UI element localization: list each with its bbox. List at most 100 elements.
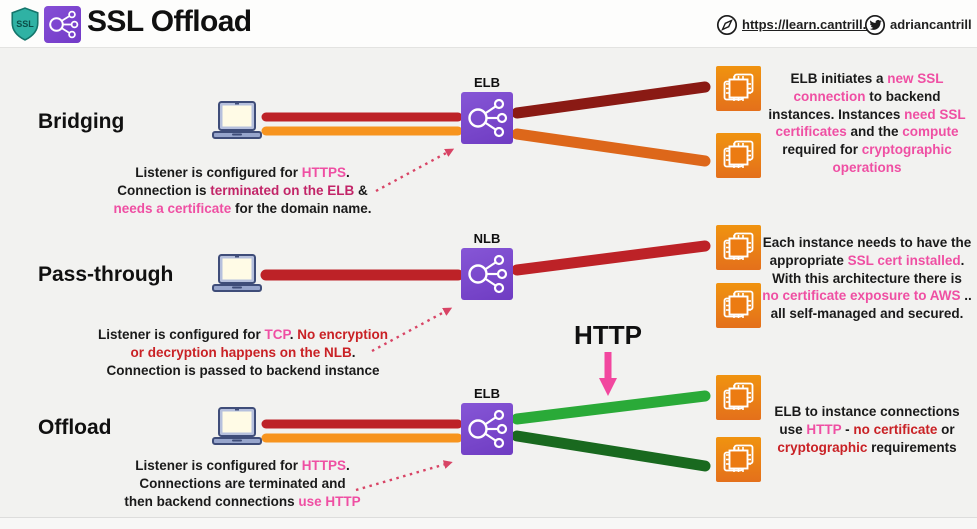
note-offload: Listener is configured for HTTPS.Connect… — [95, 457, 390, 510]
text-line: all self-managed and secured. — [762, 305, 972, 323]
ssl-shield-label: SSL — [16, 19, 34, 29]
ec2-chip-icon — [723, 290, 754, 318]
text-segment: required for — [782, 142, 862, 158]
text-segment: to backend — [865, 88, 941, 104]
ec2-chip-icon — [723, 444, 754, 472]
compass-icon — [716, 14, 738, 36]
text-segment: HTTPS — [301, 458, 347, 473]
client-laptop-icon — [212, 254, 262, 292]
text-segment: compute — [902, 124, 959, 140]
load-balancer-icon — [468, 409, 508, 449]
text-line: operations — [762, 159, 972, 177]
ec2-chip-icon — [723, 232, 754, 260]
text-segment: requirements — [867, 439, 957, 455]
text-line: Connection is terminated on the ELB & — [95, 182, 390, 200]
text-segment: ELB initiates a — [790, 71, 888, 86]
ec2-chip-icon — [723, 73, 754, 101]
course-site-link[interactable]: https://learn.cantrill.io — [742, 17, 878, 32]
text-line: use HTTP - no certificate or — [762, 421, 972, 439]
text-segment: Listener is configured for — [135, 165, 302, 180]
text-segment: Each instance needs to have the — [762, 235, 972, 250]
header-bar: SSL SSL Offload https://learn.cantrill.i… — [0, 0, 977, 48]
text-segment: needs a certificate — [113, 200, 232, 216]
text-segment: operations — [832, 160, 902, 176]
text-segment: . — [346, 165, 350, 180]
text-line: no certificate exposure to AWS .. — [762, 287, 972, 305]
text-segment: use — [779, 421, 807, 437]
load-balancer-icon — [468, 254, 508, 294]
offload-backend-http-line-2 — [511, 430, 711, 472]
client-laptop-icon — [212, 101, 262, 139]
bridging-backend-ssl-line-1 — [511, 81, 711, 119]
text-segment: connection — [793, 88, 866, 104]
instance-offload-1 — [716, 375, 761, 420]
text-segment: cryptographic — [777, 439, 868, 455]
instance-offload-2 — [716, 437, 761, 482]
offload-backend-http-line-1 — [511, 390, 711, 425]
instance-bridging-1 — [716, 66, 761, 111]
text-line: Listener is configured for HTTPS. — [95, 457, 390, 475]
client-laptop-icon — [212, 407, 262, 445]
lb-name-offload: ELB — [474, 386, 500, 401]
text-segment: HTTP — [806, 421, 842, 437]
twitter-handle-link[interactable]: adriancantrill — [890, 17, 972, 32]
text-segment: With this architecture there is — [772, 270, 962, 286]
text-segment: SSL cert installed — [847, 252, 961, 268]
text-line: required for cryptographic — [762, 141, 972, 159]
text-segment: Listener is configured for — [97, 327, 265, 342]
text-segment: . — [960, 252, 965, 268]
text-segment: TCP — [264, 327, 290, 342]
load-balancer-logo-icon — [44, 6, 81, 43]
nlb-box-passthrough — [461, 248, 513, 300]
elb-box-offload — [461, 403, 513, 455]
text-segment: need SSL — [904, 106, 966, 122]
text-segment: . — [351, 344, 356, 360]
load-balancer-icon — [468, 98, 508, 138]
lb-name-passthrough: NLB — [473, 231, 501, 246]
lb-name-bridging: ELB — [474, 75, 500, 90]
row-label-offload: Offload — [38, 416, 112, 439]
text-line: cryptographic requirements — [762, 439, 972, 457]
text-line: needs a certificate for the domain name. — [95, 200, 390, 218]
elb-box-bridging — [461, 92, 513, 144]
text-line: then backend connections use HTTP — [95, 493, 390, 511]
text-segment: instances. Instances — [768, 106, 905, 122]
ssl-shield-icon: SSL — [11, 7, 39, 41]
text-segment: or — [937, 421, 955, 437]
row-label-passthrough: Pass-through — [38, 263, 174, 286]
note-passthrough: Listener is configured for TCP. No encry… — [78, 326, 408, 379]
text-segment: no certificate exposure to AWS — [762, 288, 961, 304]
text-segment: Connections are terminated and — [139, 475, 346, 491]
text-segment: .. — [960, 288, 972, 304]
text-segment: . — [289, 327, 298, 342]
instance-passthrough-2 — [716, 283, 761, 328]
text-segment: and the — [846, 124, 903, 140]
text-segment: terminated on the ELB — [210, 182, 355, 198]
text-line: certificates and the compute — [762, 123, 972, 141]
text-segment: . — [346, 458, 350, 473]
passthrough-note-arrow — [371, 307, 453, 353]
instance-passthrough-1 — [716, 225, 761, 270]
instance-bridging-2 — [716, 133, 761, 178]
twitter-icon — [864, 14, 886, 36]
text-line: ELB to instance connections — [762, 403, 972, 421]
passthrough-backend-line — [511, 240, 711, 276]
right-text-bridging: ELB initiates a new SSL connection to bac… — [762, 70, 972, 177]
text-line: Connections are terminated and — [95, 475, 390, 493]
text-line: Listener is configured for HTTPS. — [95, 164, 390, 182]
text-segment: No encryption — [297, 327, 389, 342]
text-segment: new SSL — [887, 71, 944, 86]
text-segment: & — [354, 182, 368, 198]
ec2-chip-icon — [723, 140, 754, 168]
text-segment: then backend connections — [124, 493, 299, 509]
text-line: instances. Instances need SSL — [762, 106, 972, 124]
text-segment: Listener is configured for — [135, 458, 302, 473]
row-label-bridging: Bridging — [38, 110, 125, 133]
text-segment: or decryption happens on the NLB — [130, 344, 352, 360]
note-bridging: Listener is configured for HTTPS.Connect… — [95, 164, 390, 217]
text-segment: certificates — [775, 124, 847, 140]
text-line: Listener is configured for TCP. No encry… — [78, 326, 408, 344]
